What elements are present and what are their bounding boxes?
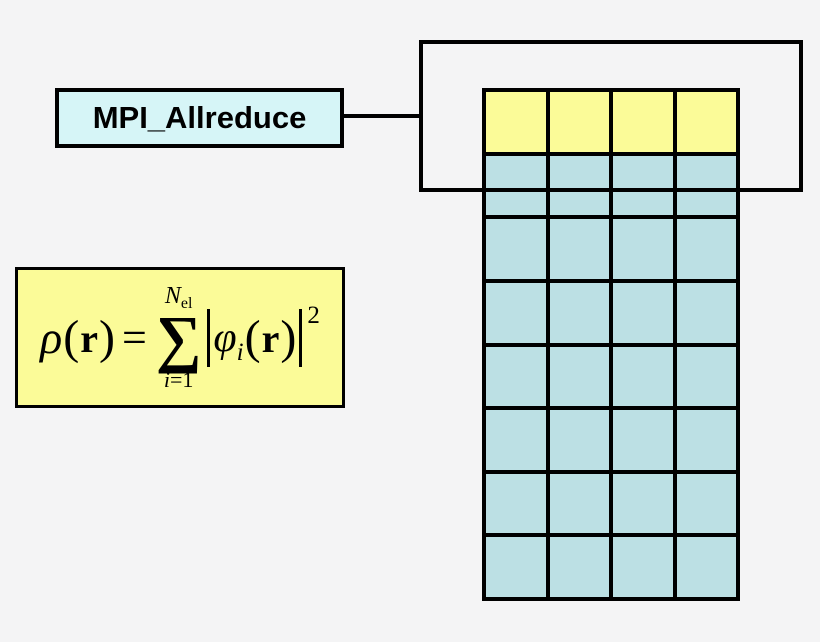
abs-bar-right <box>299 308 303 367</box>
grid-cell <box>676 282 736 343</box>
grid-cell <box>549 346 609 407</box>
grid-cell <box>676 410 736 470</box>
grid-cell-reduced <box>613 92 673 152</box>
summation-upper-limit: Nel <box>165 284 193 312</box>
grid-cell-reduced <box>676 92 736 152</box>
grid-cell <box>549 537 609 597</box>
mpi-allreduce-label: MPI_Allreduce <box>92 100 307 135</box>
grid-cell <box>613 346 673 407</box>
grid-cell-reduced <box>486 92 546 152</box>
grid-cell <box>613 219 673 279</box>
grid-cell <box>676 473 736 534</box>
vector-r: r <box>261 316 280 361</box>
phi-subscript: i <box>236 338 244 366</box>
right-paren: ) <box>280 311 297 364</box>
grid-cell <box>549 219 609 279</box>
phi-symbol: φ <box>213 314 237 361</box>
grid-cell <box>613 155 673 216</box>
grid-cell <box>486 346 546 407</box>
index-i: i <box>163 367 170 393</box>
left-paren: ( <box>63 311 80 364</box>
grid-cell <box>613 473 673 534</box>
grid-cell-reduced <box>549 92 609 152</box>
grid-cell <box>613 282 673 343</box>
summation-lower-limit: i=1 <box>164 369 194 391</box>
equals-sign: = <box>121 313 147 362</box>
grid-cell <box>549 282 609 343</box>
grid-cell <box>549 473 609 534</box>
grid-cell <box>549 155 609 216</box>
abs-bar-left <box>207 308 211 367</box>
exponent-2: 2 <box>307 301 320 329</box>
grid-cell <box>676 219 736 279</box>
summation: Nel ∑ i=1 <box>156 284 202 391</box>
grid-cell <box>676 155 736 216</box>
n-subscript: el <box>180 294 193 312</box>
grid-cell <box>486 410 546 470</box>
grid-cell <box>486 537 546 597</box>
grid-cell <box>613 410 673 470</box>
grid-cell <box>676 346 736 407</box>
vector-r: r <box>80 316 98 361</box>
grid-cell <box>486 473 546 534</box>
n-symbol: N <box>164 282 181 309</box>
grid-cell <box>486 219 546 279</box>
process-grid <box>482 88 740 601</box>
connector-line <box>340 114 422 118</box>
grid-cell <box>486 155 546 216</box>
rho-symbol: ρ <box>40 312 63 363</box>
grid-cell <box>676 537 736 597</box>
grid-cell <box>613 537 673 597</box>
sigma-symbol: ∑ <box>155 302 202 374</box>
mpi-allreduce-box: MPI_Allreduce <box>55 88 344 148</box>
index-start: =1 <box>169 367 194 393</box>
grid-cell <box>549 410 609 470</box>
right-paren: ) <box>98 311 115 364</box>
grid-cell <box>486 282 546 343</box>
left-paren: ( <box>244 311 261 364</box>
